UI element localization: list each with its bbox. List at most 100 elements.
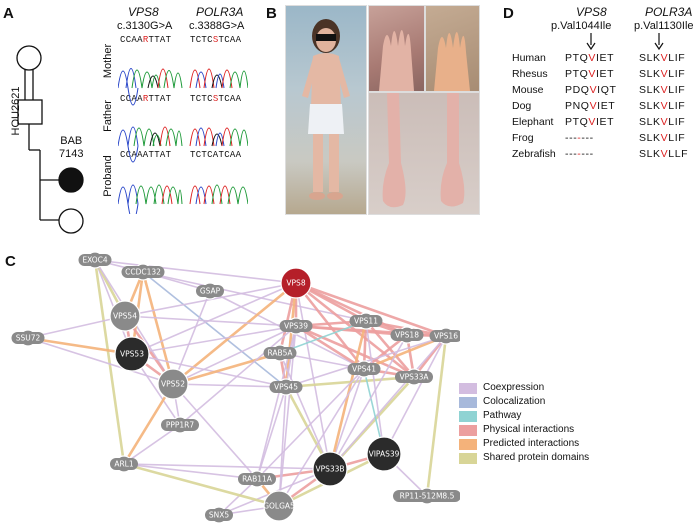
network-edge	[131, 282, 297, 355]
network-node: RAB5A	[263, 344, 297, 362]
legend-swatch	[459, 383, 477, 394]
chromatogram-father-vps8	[118, 126, 183, 163]
network-node: GSAP	[196, 282, 224, 300]
network-node: PPP1R7	[161, 416, 199, 434]
network-node-label: ARL1	[114, 460, 134, 469]
network-node: VPS53	[114, 336, 150, 372]
network-edge	[425, 335, 448, 497]
network-node-label: VPS8	[286, 279, 305, 288]
network-edge	[329, 335, 447, 470]
legend-swatch	[459, 439, 477, 450]
network-edge	[123, 463, 258, 480]
network-node-label: GSAP	[200, 287, 221, 296]
network-edge	[131, 353, 287, 388]
conservation-vps8-gene: VPS8	[576, 5, 607, 19]
network-edge	[294, 282, 366, 370]
conservation-vps8-change: p.Val1044Ile	[551, 20, 612, 32]
network-edge	[172, 383, 258, 480]
network-node-label: VPS33A	[399, 373, 429, 382]
network-edge	[179, 325, 297, 426]
network-node: SSU72	[11, 329, 45, 347]
network-edge	[93, 259, 126, 465]
child-figure	[302, 19, 350, 200]
network-edge	[27, 315, 126, 339]
network-node: SNX5	[205, 506, 233, 524]
network-node-label: RAB11A	[242, 475, 273, 484]
network-edge	[295, 282, 331, 470]
network-edge	[142, 271, 367, 322]
network-node: VPS54	[109, 300, 141, 332]
network-edge	[363, 334, 447, 371]
network-edge	[27, 337, 174, 385]
legend-swatch	[459, 411, 477, 422]
network-node-label: GOLGA5	[263, 502, 295, 511]
patient-full-body-photo	[285, 5, 367, 215]
network-edge	[279, 320, 367, 354]
sanger-polr3a-gene: POLR3A	[196, 5, 244, 19]
sanger-polr3a-variant: c.3388G>A	[189, 20, 245, 32]
network-node: VPS18	[390, 326, 424, 344]
sanger-vps8-gene: VPS8	[128, 5, 159, 19]
network-node: EXOC4	[78, 251, 112, 269]
row-label-mother: Mother	[102, 43, 114, 79]
panel-d-letter: D	[503, 5, 514, 22]
seq-father-polr3a: TCTCSTCAA	[190, 94, 242, 104]
network-node-label: VPS18	[395, 331, 419, 340]
network-node-label: VPS33B	[315, 465, 344, 474]
conservation-arrows	[586, 33, 664, 51]
network-node: VIPAS39	[366, 436, 402, 472]
network-node: RP11-512M8.5	[393, 487, 460, 505]
legend-swatch	[459, 397, 477, 408]
patient-hand-photo-1	[368, 5, 425, 92]
network-node: VPS39	[279, 317, 313, 335]
legend-swatch	[459, 425, 477, 436]
network-edge	[123, 424, 181, 465]
network-node-label: VPS53	[120, 350, 144, 359]
network-node-label: VPS41	[352, 365, 376, 374]
pedigree-lines	[16, 45, 84, 234]
seq-mother-vps8: CCAARTTAT	[120, 35, 172, 45]
chromatogram-proband-vps8	[118, 184, 183, 214]
network-edge	[94, 259, 297, 284]
network-edge	[141, 271, 175, 385]
pedigree-grandmother	[16, 45, 42, 71]
network-node: VPS41	[347, 360, 381, 378]
network-edge	[278, 368, 365, 507]
network-edge	[295, 324, 365, 371]
row-label-father: Father	[102, 100, 114, 132]
panel-a-letter: A	[3, 5, 14, 22]
network-node-label: VPS16	[434, 332, 458, 341]
legend-swatch	[459, 453, 477, 464]
network-node: CCDC132	[121, 263, 165, 281]
seq-proband-polr3a: TCTCATCAA	[190, 150, 242, 160]
network-node-label: VPS11	[354, 317, 378, 326]
network-node: VPS11	[349, 312, 383, 330]
network-edge	[295, 324, 415, 379]
chromatogram-mother-vps8	[118, 68, 183, 106]
network-edge	[383, 335, 447, 455]
network-node-label: VPS45	[274, 383, 298, 392]
network-edge	[256, 368, 365, 480]
network-edge	[123, 462, 280, 508]
network-edge	[131, 325, 297, 355]
chromatograms	[118, 68, 248, 214]
network-edges	[27, 259, 448, 516]
family-id: HOU2621	[10, 86, 22, 136]
arrow-down-icon-vps8	[586, 33, 596, 51]
conservation-polr3a-change: p.Val1130Ile	[634, 20, 694, 32]
pedigree-proband-affected	[58, 167, 84, 193]
network-node: VPS45	[269, 378, 303, 396]
proband-id: BAB 7143	[59, 135, 84, 160]
patient-feet-photo	[368, 92, 480, 215]
network-node: VPS8	[280, 267, 312, 299]
chromatogram-father-polr3a	[189, 127, 248, 147]
network-node-label: CCDC132	[125, 268, 161, 277]
row-label-proband: Proband	[102, 155, 114, 197]
seq-proband-vps8: CCAAATTAT	[120, 150, 172, 160]
network-edge	[172, 281, 297, 386]
network-node: VPS33A	[395, 368, 433, 386]
network-edge	[123, 463, 331, 470]
seq-mother-polr3a: TCTCSTCAA	[190, 35, 242, 45]
